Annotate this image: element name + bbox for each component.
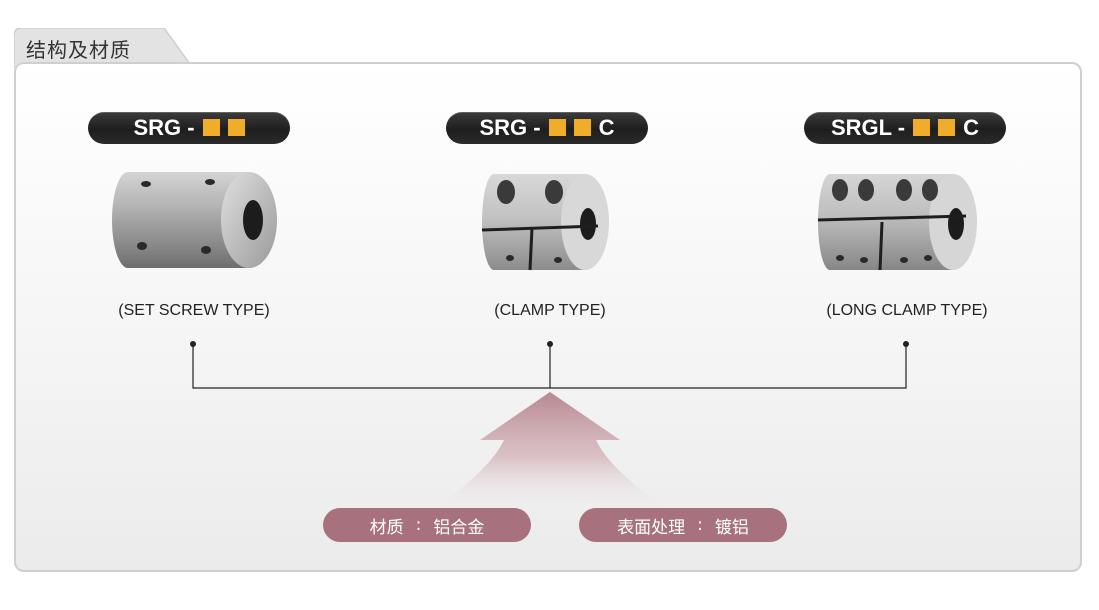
placeholder-square: [202, 118, 220, 136]
model-code-pill-long-clamp: SRGL - C: [804, 112, 1006, 144]
caption-set-screw-type: (SET SCREW TYPE): [118, 302, 270, 319]
connector-dot: [190, 341, 196, 347]
set-screw-coupling-image: [112, 172, 277, 268]
long-clamp-coupling-image: [817, 174, 977, 271]
connector-dot: [903, 341, 909, 347]
spec-value: 铝合金: [433, 517, 485, 538]
caption-long-clamp-type: (LONG CLAMP TYPE): [826, 302, 988, 319]
placeholder-square: [573, 118, 591, 136]
placeholder-square: [548, 118, 566, 136]
upward-arrow: [430, 392, 670, 512]
spec-separator: :: [697, 515, 703, 535]
placeholder-square: [227, 118, 245, 136]
spec-separator: :: [415, 515, 422, 535]
clamp-coupling-image: [481, 174, 609, 271]
model-code: SRG -: [479, 115, 541, 140]
connector-lines: [192, 344, 907, 389]
spec-label: 表面处理: [617, 517, 686, 538]
model-suffix: C: [963, 115, 980, 140]
section-title: 结构及材质: [26, 38, 131, 62]
surface-treatment-badge: 表面处理 : 镀铝: [579, 508, 787, 542]
model-code: SRGL -: [830, 115, 906, 140]
spec-label: 材质: [369, 517, 404, 538]
spec-value: 镀铝: [714, 517, 749, 538]
material-badge: 材质 : 铝合金: [323, 508, 531, 542]
connector-dot: [547, 341, 553, 347]
placeholder-square: [913, 118, 931, 136]
model-code-pill-clamp: SRG - C: [446, 112, 648, 144]
model-code: SRG -: [133, 115, 195, 140]
caption-clamp-type: (CLAMP TYPE): [494, 302, 606, 319]
section-tab: 结构及材质: [14, 28, 190, 68]
placeholder-square: [938, 118, 956, 136]
model-code-pill-set-screw: SRG -: [88, 112, 290, 144]
model-suffix: C: [598, 115, 615, 140]
